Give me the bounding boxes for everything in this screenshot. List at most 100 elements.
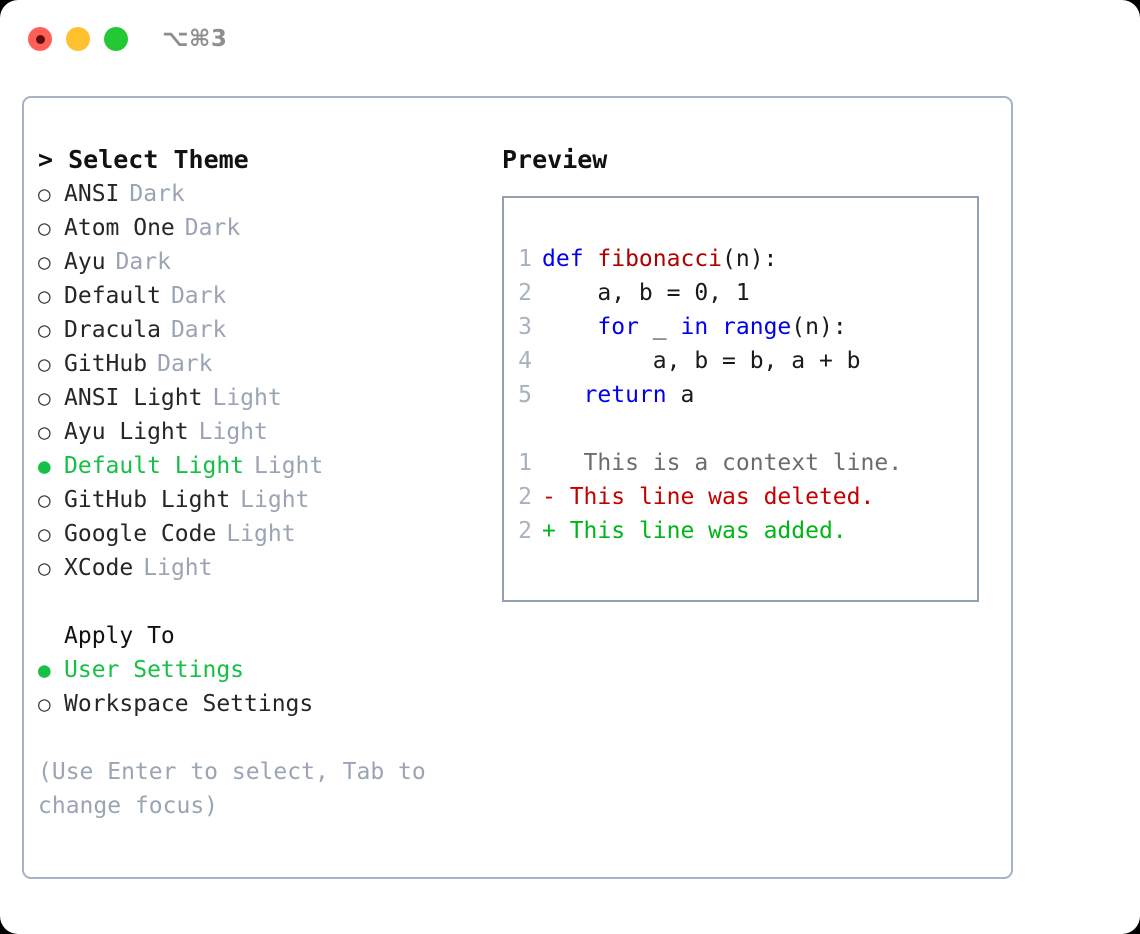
diff-line: 2- This line was deleted. (504, 480, 977, 514)
theme-category-tag: Dark (170, 283, 227, 309)
theme-option[interactable]: ○ Ayu Light Light (38, 415, 488, 449)
theme-name: XCode (64, 555, 134, 581)
theme-option[interactable]: ○ Google Code Light (38, 517, 488, 551)
theme-category-tag: Light (240, 487, 310, 513)
code-token-plain (542, 382, 584, 408)
apply-to-label: User Settings (64, 657, 245, 683)
code-text: for _ in range(n): (542, 310, 847, 344)
preview-heading: Preview (502, 145, 608, 174)
diff-marker: - (542, 484, 556, 510)
theme-category-tag: Light (198, 419, 268, 445)
code-token-kw: range (722, 314, 792, 340)
theme-option[interactable]: ○ ANSI Dark (38, 177, 488, 211)
theme-name: GitHub (64, 351, 148, 377)
close-button[interactable] (28, 27, 52, 51)
theme-category-tag: Light (254, 453, 324, 479)
code-line: 2 a, b = 0, 1 (504, 276, 977, 310)
diff-marker (542, 446, 556, 480)
code-token-plain: (n): (722, 246, 778, 272)
code-text: return a (542, 378, 695, 412)
radio-selected-icon: ● (38, 454, 51, 478)
traffic-lights (28, 27, 128, 51)
hint-spacer (38, 721, 488, 755)
theme-category-tag: Light (226, 521, 296, 547)
select-theme-heading: > Select Theme (38, 145, 249, 174)
zoom-button[interactable] (104, 27, 128, 51)
diff-sample: 1 This is a context line.2- This line wa… (504, 446, 977, 548)
theme-name: Ayu (64, 249, 106, 275)
code-token-kw: in (680, 314, 709, 340)
line-number: 1 (518, 246, 532, 272)
code-line: 4 a, b = b, a + b (504, 344, 977, 378)
minimize-button[interactable] (66, 27, 90, 51)
theme-name: Ayu Light (64, 419, 189, 445)
theme-option[interactable]: ○ Default Dark (38, 279, 488, 313)
line-number: 3 (518, 314, 532, 340)
keyboard-hint-text: (Use Enter to select, Tab to change focu… (38, 759, 440, 819)
diff-line: 1 This is a context line. (504, 446, 977, 480)
theme-name: GitHub Light (64, 487, 231, 513)
radio-unselected-icon: ○ (38, 182, 51, 206)
code-token-plain: _ (638, 314, 681, 340)
code-text: a, b = 0, 1 (542, 276, 750, 310)
code-token-plain: a, b = 0, 1 (542, 280, 750, 306)
theme-category-tag: Dark (129, 181, 185, 207)
keyboard-shortcut-label: ⌥⌘3 (162, 26, 228, 52)
radio-unselected-icon: ○ (38, 420, 51, 444)
title-bar: ⌥⌘3 (0, 0, 1140, 78)
theme-option[interactable]: ○ Ayu Dark (38, 245, 488, 279)
theme-name: ANSI (64, 181, 120, 207)
apply-to-list[interactable]: ● User Settings ○Workspace Settings (38, 653, 488, 721)
theme-name: Google Code (64, 521, 217, 547)
radio-unselected-icon: ○ (38, 522, 51, 546)
code-diff-separator (504, 412, 977, 446)
code-token-plain: (n): (791, 314, 847, 340)
radio-unselected-icon: ○ (38, 556, 51, 580)
apply-to-option[interactable]: ● User Settings (38, 653, 488, 687)
code-token-kw: for (597, 314, 639, 340)
code-text: a, b = b, a + b (542, 344, 861, 378)
theme-category-tag: Light (212, 385, 282, 411)
code-token-plain (708, 314, 722, 340)
theme-category-tag: Dark (115, 249, 171, 275)
radio-unselected-icon: ○ (38, 250, 51, 274)
diff-text: This line was added. (555, 518, 847, 544)
diff-text: This line was deleted. (555, 484, 875, 510)
theme-name: ANSI Light (64, 385, 203, 411)
line-number: 4 (518, 348, 532, 374)
theme-option[interactable]: ● Default Light Light (38, 449, 488, 483)
line-number: 1 (518, 450, 532, 476)
code-token-plain: a, b = b, a + b (542, 348, 861, 374)
radio-selected-icon: ● (38, 658, 51, 682)
line-number: 2 (518, 280, 532, 306)
line-number: 2 (518, 518, 532, 544)
radio-unselected-icon: ○ (38, 318, 51, 342)
diff-marker: + (542, 518, 556, 544)
theme-name: Default Light (64, 453, 245, 479)
line-number: 5 (518, 382, 532, 408)
code-token-kw: return (583, 382, 667, 408)
code-line: 3 for _ in range(n): (504, 310, 977, 344)
code-token-fn: fibonacci (597, 246, 723, 272)
theme-category-tag: Dark (170, 317, 227, 343)
theme-category-tag: Dark (184, 215, 241, 241)
theme-name: Default (64, 283, 161, 309)
theme-category-tag: Dark (157, 351, 213, 377)
apply-to-label: Workspace Settings (64, 691, 314, 717)
apply-to-option[interactable]: ○Workspace Settings (38, 687, 488, 721)
radio-unselected-icon: ○ (38, 284, 51, 308)
code-token-plain (542, 314, 597, 340)
